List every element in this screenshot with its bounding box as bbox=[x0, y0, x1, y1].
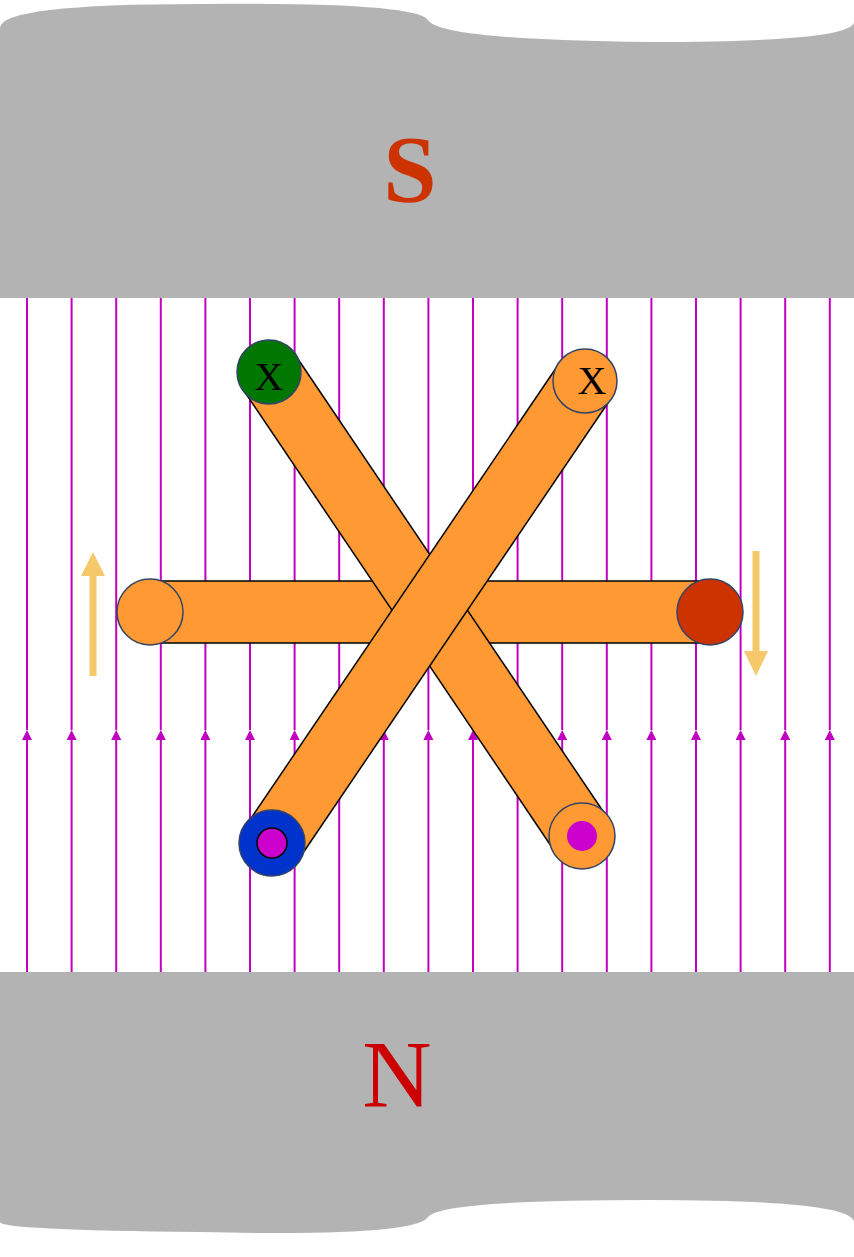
current-out-dot bbox=[257, 828, 287, 858]
motion-arrow bbox=[90, 575, 97, 676]
pole-label: N bbox=[362, 1027, 431, 1123]
current-in-end: X bbox=[552, 348, 618, 414]
current-out-dot bbox=[567, 821, 597, 851]
south-pole: S bbox=[0, 0, 854, 298]
motion-arrowhead bbox=[81, 552, 105, 576]
current-symbol: X bbox=[578, 361, 607, 401]
conductor-bar bbox=[272, 381, 585, 843]
pole-label: S bbox=[383, 122, 436, 218]
current-symbol: X bbox=[255, 357, 284, 397]
motion-arrow bbox=[753, 551, 760, 652]
north-pole: N bbox=[0, 972, 854, 1257]
current-in-end: X bbox=[236, 339, 302, 405]
conductor-end bbox=[677, 579, 743, 645]
conductor-end bbox=[117, 579, 183, 645]
conductor-bar-outline bbox=[272, 381, 585, 843]
motion-arrowhead bbox=[744, 651, 768, 676]
field-lines bbox=[27, 298, 830, 972]
conductor-end bbox=[549, 803, 615, 869]
conductor-end bbox=[239, 810, 305, 876]
